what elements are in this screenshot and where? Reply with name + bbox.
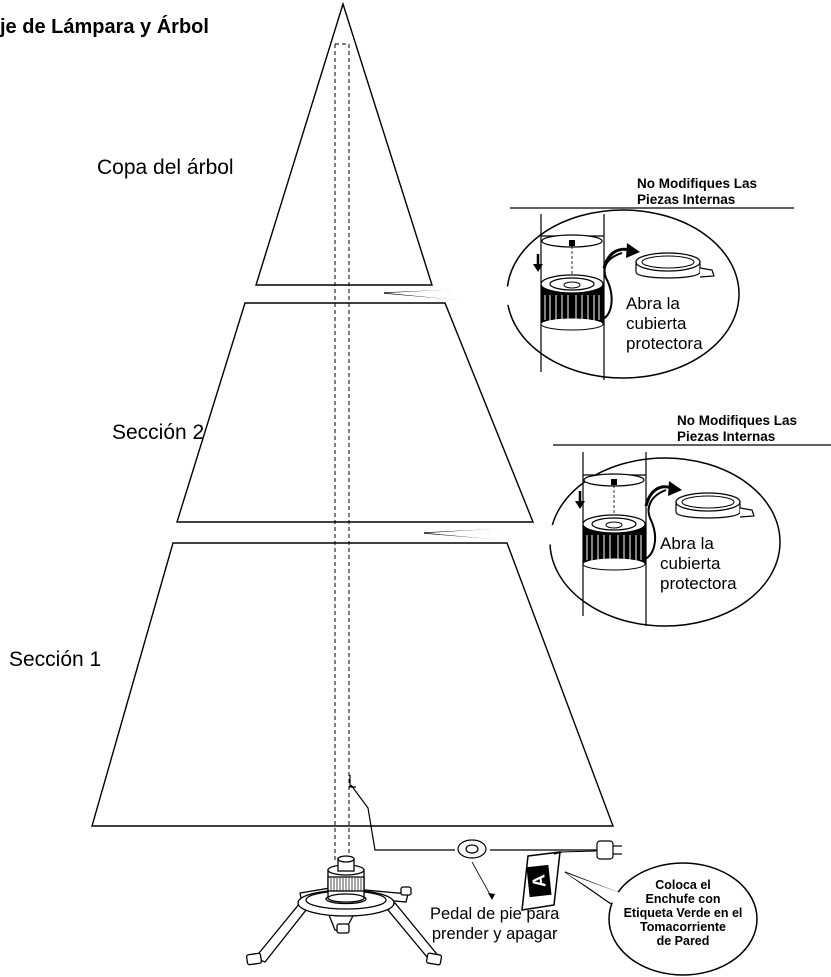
warning-line: Piezas Internas bbox=[637, 192, 736, 207]
plug-note-line: de Pared bbox=[656, 934, 710, 948]
plug-note-line: Enchufe con bbox=[645, 892, 721, 906]
plug-icon bbox=[596, 840, 622, 860]
tree-section-2 bbox=[176, 302, 535, 523]
power-cord bbox=[349, 775, 597, 851]
tree-stand bbox=[245, 855, 443, 966]
warning-line: No Modifiques Las bbox=[637, 176, 758, 191]
warning-line: No Modifiques Las bbox=[677, 413, 798, 428]
callout-line: Abra la bbox=[626, 294, 680, 313]
callout-line: Abra la bbox=[660, 534, 714, 553]
label-section-2: Sección 2 bbox=[112, 421, 205, 444]
pedal-pointer bbox=[471, 861, 493, 899]
callout-line: cubierta bbox=[660, 554, 721, 573]
plug-note-line: Coloca el bbox=[655, 878, 711, 892]
callout-text-2: Abra la cubierta protectora bbox=[660, 534, 737, 594]
page-title: je de Lámpara y Árbol bbox=[0, 16, 209, 38]
plug-note-bubble bbox=[564, 862, 758, 976]
plug-note-line: Etiqueta Verde en el bbox=[623, 906, 743, 920]
center-pole bbox=[334, 43, 350, 860]
tree-section-1 bbox=[91, 542, 615, 827]
label-tree-top: Copa del árbol bbox=[97, 156, 234, 179]
foot-pedal bbox=[457, 839, 487, 859]
callout-1 bbox=[383, 207, 794, 380]
plug-tag-letter: A bbox=[528, 873, 550, 889]
warning-text-1: No Modifiques Las Piezas Internas bbox=[637, 176, 757, 208]
plug-note-line: Tomacorriente bbox=[640, 920, 726, 934]
pedal-label: Pedal de pie para prender y apagar bbox=[430, 904, 559, 944]
callout-line: cubierta bbox=[626, 314, 687, 333]
pedal-label-line: prender y apagar bbox=[431, 925, 558, 943]
plug-tag bbox=[521, 850, 597, 911]
plug-note: Coloca el Enchufe con Etiqueta Verde en … bbox=[618, 878, 748, 948]
callout-text-1: Abra la cubierta protectora bbox=[626, 294, 703, 354]
pedal-pointer-arrowhead bbox=[488, 893, 495, 900]
warning-line: Piezas Internas bbox=[677, 429, 776, 444]
callout-2 bbox=[423, 444, 831, 627]
pedal-label-line: Pedal de pie para bbox=[430, 905, 560, 923]
warning-text-2: No Modifiques Las Piezas Internas bbox=[677, 413, 797, 445]
callout-line: protectora bbox=[660, 574, 737, 593]
label-section-1: Sección 1 bbox=[9, 648, 102, 671]
callout-line: protectora bbox=[626, 334, 703, 353]
tree-top-section bbox=[255, 1, 433, 286]
